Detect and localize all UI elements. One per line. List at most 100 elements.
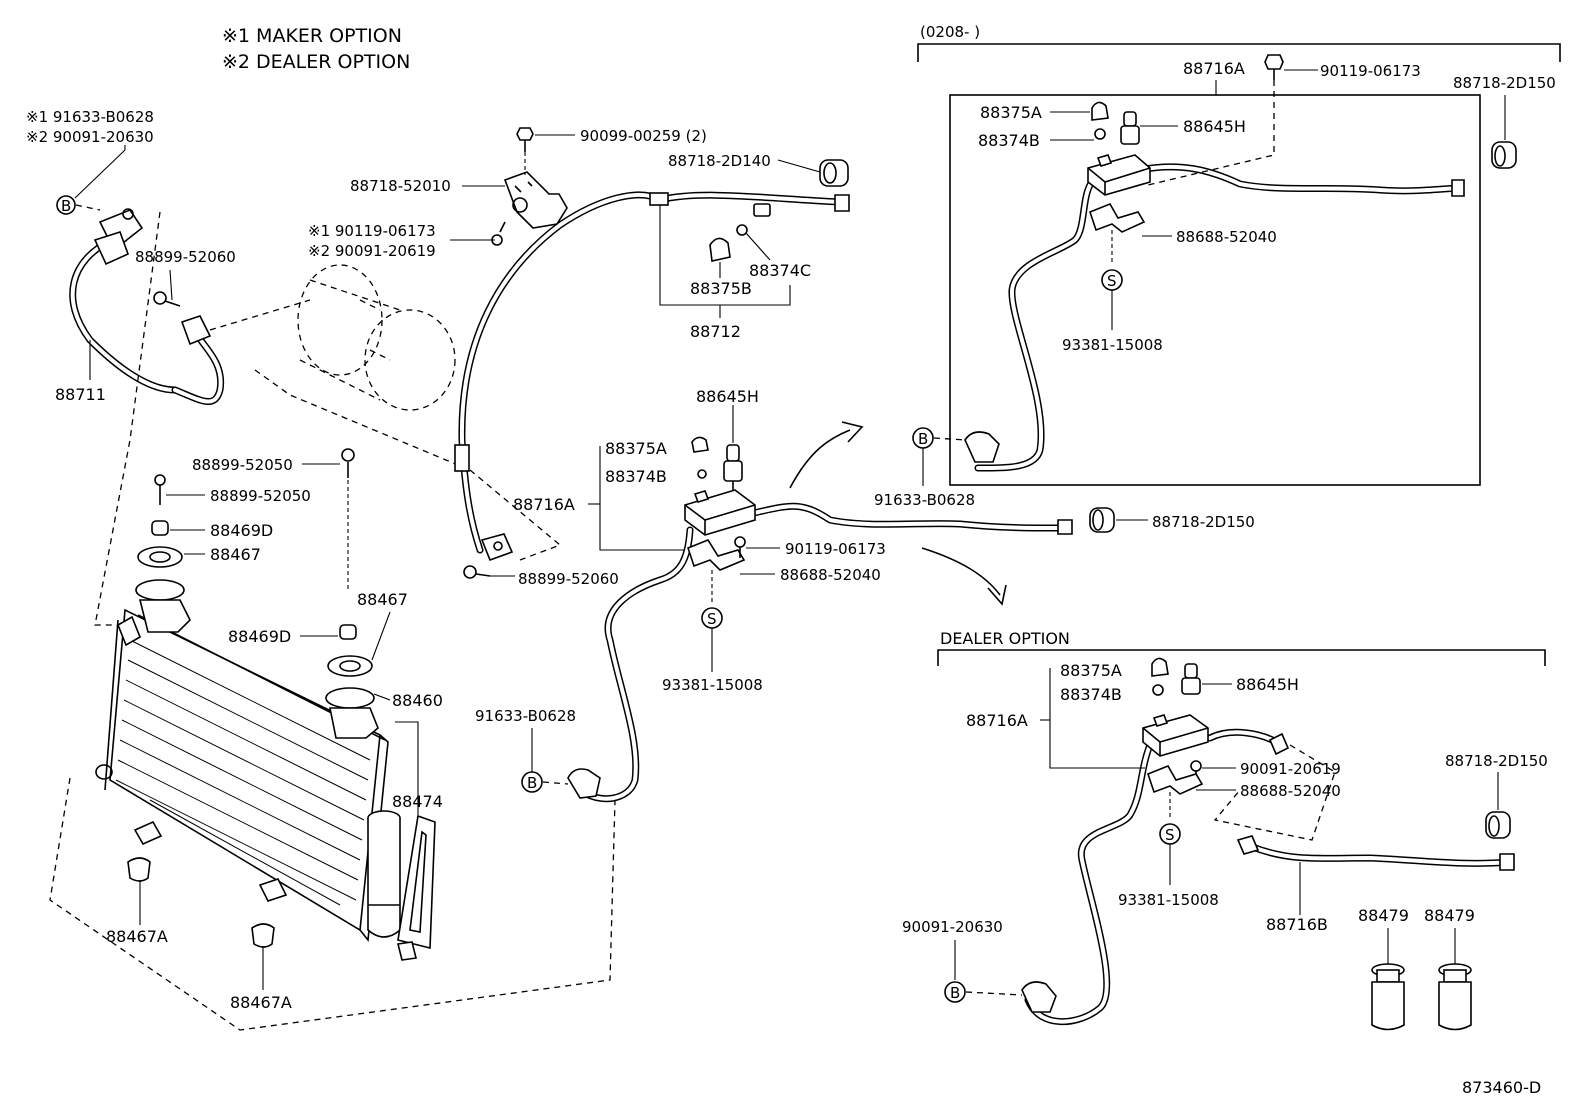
bolt-88899-52060-lower (463, 565, 491, 579)
label-90091-20630-dealer: 90091-20630 (902, 918, 1003, 936)
label-88460: 88460 (392, 691, 443, 710)
label-88899-52060-lower: 88899-52060 (518, 570, 619, 588)
label-88718-2d150-right-top: 88718-2D150 (1453, 74, 1556, 92)
label-88467a-left: 88467A (106, 927, 168, 946)
label-88899-52050-left: 88899-52050 (210, 487, 311, 505)
core-88374b-center (697, 469, 707, 479)
legend-maker-option: ※1 MAKER OPTION (222, 25, 402, 47)
label-90119-06173-maker: ※1 90119-06173 (308, 222, 436, 240)
label-88375a-center: 88375A (605, 439, 667, 458)
label-88374b-dealer: 88374B (1060, 685, 1122, 704)
drier-88479-left (1371, 963, 1405, 1031)
bolt-90099-00259 (516, 127, 534, 152)
bracket-88688-center (687, 539, 746, 571)
label-88374b-center: 88374B (605, 467, 667, 486)
label-88374c: 88374C (749, 261, 811, 280)
label-93381-right-top: 93381-15008 (1062, 336, 1163, 354)
liquid-pipe-dealer (1021, 728, 1290, 1026)
arrow-down-right (921, 547, 1007, 606)
label-88467a-right: 88467A (230, 993, 292, 1012)
label-90091-20619-dealer: 90091-20619 (1240, 760, 1341, 778)
bolt-90119-center-block (734, 536, 746, 558)
label-88479-left: 88479 (1358, 906, 1409, 925)
marker-s-right-top: S (1101, 269, 1123, 291)
marker-s-center: S (701, 607, 723, 629)
label-88718-2d150-dealer: 88718-2D150 (1445, 752, 1548, 770)
bracket-88688-dealer (1147, 764, 1204, 795)
drier-88479-right (1438, 963, 1472, 1031)
bolt-88899-52050-right (341, 448, 355, 478)
label-88467-right: 88467 (357, 590, 408, 609)
label-88467-top: 88467 (210, 545, 261, 564)
label-93381-center: 93381-15008 (662, 676, 763, 694)
discharge-hose-88711 (69, 208, 225, 406)
expansion-block-center (684, 489, 756, 536)
svg-text:B: B (950, 984, 960, 1002)
svg-text:S: S (1165, 826, 1175, 844)
label-88688-center: 88688-52040 (780, 566, 881, 584)
label-88645h-dealer: 88645H (1236, 675, 1299, 694)
cushion-88467a-right (251, 923, 275, 948)
legend-dealer-option: ※2 DEALER OPTION (222, 51, 410, 73)
label-91633-center: 91633-B0628 (475, 707, 576, 725)
svg-text:B: B (61, 197, 71, 215)
liquid-pipe-center (567, 502, 1064, 803)
cap-88375a-right-top (1091, 101, 1109, 121)
label-88716a-right-top: 88716A (1183, 59, 1245, 78)
label-88718-2d150-center: 88718-2D150 (1152, 513, 1255, 531)
label-88375a-dealer: 88375A (1060, 661, 1122, 680)
dealer-option-heading: DEALER OPTION (940, 629, 1070, 648)
cap-88718-2d150-dealer (1485, 811, 1511, 839)
label-88469d-right: 88469D (228, 627, 291, 646)
compressor-ghost (209, 264, 471, 471)
cap-88375a-center (691, 436, 709, 453)
label-88479-right: 88479 (1424, 906, 1475, 925)
mount-88467-right (325, 655, 379, 739)
cap-88375a-dealer (1151, 657, 1169, 677)
core-88374b-dealer (1152, 684, 1164, 696)
label-88375a-right-top: 88375A (980, 103, 1042, 122)
switch-88645h-right-top (1120, 111, 1140, 145)
label-88899-52060-top: 88899-52060 (135, 248, 236, 266)
svg-text:S: S (707, 610, 717, 628)
label-91633-right-top: 91633-B0628 (874, 491, 975, 509)
bolt-88899-52050-left (154, 474, 166, 505)
label-88375b: 88375B (690, 279, 752, 298)
expansion-block-dealer (1142, 714, 1209, 757)
mount-88467-top (135, 546, 191, 633)
condenser (95, 608, 389, 943)
label-88899-52050-right: 88899-52050 (192, 456, 293, 474)
cap-88718-2d150-right-top (1491, 141, 1517, 169)
label-88688-right-top: 88688-52040 (1176, 228, 1277, 246)
pipe-88716b-dealer (1236, 835, 1515, 871)
label-88716a-dealer: 88716A (966, 711, 1028, 730)
label-88716b-dealer: 88716B (1266, 915, 1328, 934)
bolt-90119-right-top (1264, 54, 1284, 80)
core-88374b-right-top (1094, 128, 1106, 140)
expansion-block-right-top (1087, 154, 1151, 196)
svg-text:B: B (527, 774, 537, 792)
label-93381-dealer: 93381-15008 (1118, 891, 1219, 909)
label-88716a-center: 88716A (513, 495, 575, 514)
marker-b-right-top: B (912, 427, 934, 449)
label-88711: 88711 (55, 385, 106, 404)
label-90119-center-block: 90119-06173 (785, 540, 886, 558)
bolt-90119-center (491, 221, 506, 246)
cushion-88469d-right (339, 624, 357, 640)
label-91633-b0628-maker: ※1 91633-B0628 (26, 108, 154, 126)
label-88645h-center: 88645H (696, 387, 759, 406)
cap-88718-2d150-center (1057, 507, 1115, 535)
svg-text:S: S (1107, 272, 1117, 290)
marker-b-center: B (521, 771, 543, 793)
bolt-88899-52060-top (153, 291, 181, 307)
switch-88645h-dealer (1181, 663, 1201, 695)
bracket-88718-52010 (503, 171, 568, 229)
marker-b-left-top: B (56, 195, 76, 215)
label-88712: 88712 (690, 322, 741, 341)
label-88718-2d140: 88718-2D140 (668, 152, 771, 170)
valve-core-88374c (736, 203, 771, 236)
cap-88718-2d140 (819, 159, 849, 187)
label-88718-52010: 88718-52010 (350, 177, 451, 195)
svg-text:B: B (918, 430, 928, 448)
